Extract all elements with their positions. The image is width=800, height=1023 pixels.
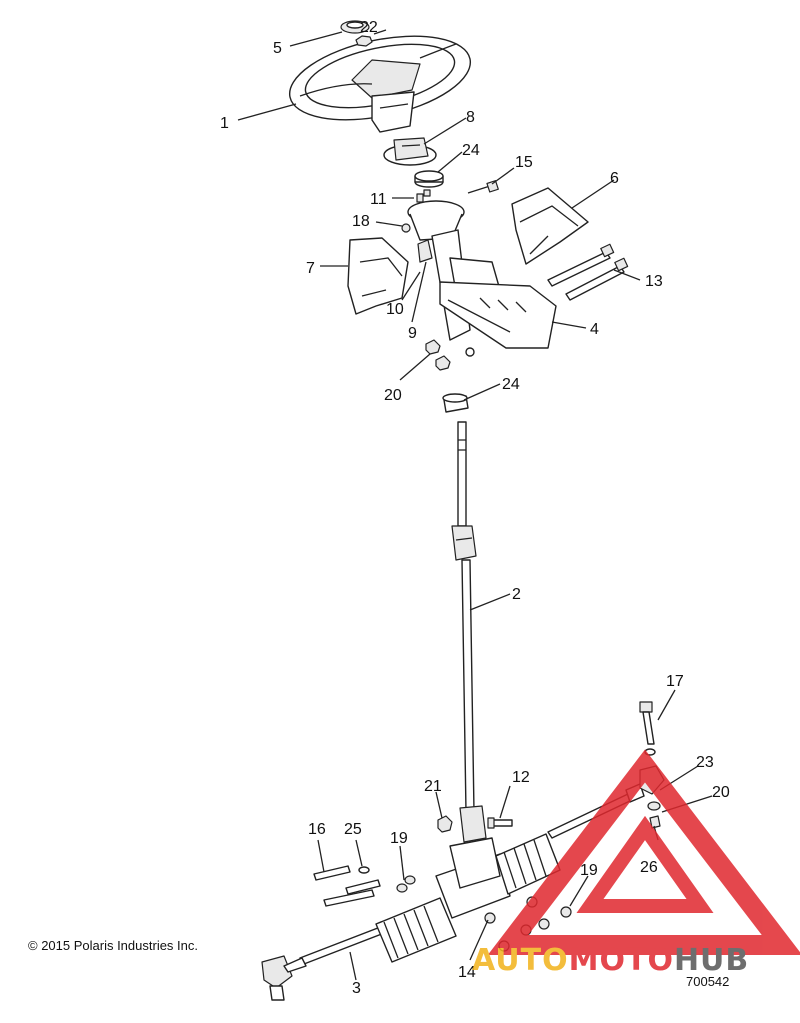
callout-24-b: 24 — [502, 376, 520, 393]
column-cover-right — [511, 187, 589, 265]
watermark-text: AUTOMOTOHUB — [472, 943, 749, 978]
callout-23: 23 — [696, 754, 714, 771]
diagram-id: 700542 — [686, 974, 730, 989]
watermark-logo: AUTOMOTOHUB — [472, 749, 800, 978]
callout-19-a: 19 — [390, 830, 408, 847]
bushing-lower — [442, 393, 469, 413]
callout-6: 6 — [610, 170, 619, 187]
callout-17: 17 — [666, 673, 684, 690]
callout-4: 4 — [590, 321, 599, 338]
hex-nut — [355, 35, 373, 47]
callout-10: 10 — [386, 301, 404, 318]
intermediate-shaft — [451, 421, 487, 843]
callouts: 1 2 3 4 5 6 7 8 9 10 11 12 13 14 15 16 1… — [220, 19, 730, 997]
callout-15: 15 — [515, 154, 533, 171]
column-cover-left — [347, 237, 409, 315]
callout-7: 7 — [306, 260, 315, 277]
callout-3: 3 — [352, 980, 361, 997]
callout-22: 22 — [360, 19, 378, 36]
callout-2: 2 — [512, 586, 521, 603]
callout-14: 14 — [458, 964, 476, 981]
callout-11: 11 — [370, 191, 387, 208]
callout-21: 21 — [424, 778, 442, 795]
small-screw — [416, 189, 431, 203]
callout-25: 25 — [344, 821, 362, 838]
callout-8: 8 — [466, 109, 475, 126]
watermark-triangle — [487, 749, 800, 955]
bushing-upper — [414, 170, 444, 188]
center-cap — [340, 20, 370, 34]
steering-rack — [261, 783, 645, 1001]
mounting-bolts — [313, 865, 416, 907]
steering-column — [407, 200, 557, 357]
callout-19-b: 19 — [580, 862, 598, 879]
bolt-17 — [639, 701, 656, 756]
bolt-15 — [467, 180, 499, 194]
callout-5: 5 — [273, 40, 282, 57]
callout-16: 16 — [308, 821, 326, 838]
steering-wheel — [288, 35, 472, 133]
nut-18 — [401, 223, 411, 233]
callout-1: 1 — [220, 115, 229, 132]
callout-26: 26 — [640, 859, 658, 876]
callout-20-b: 20 — [712, 784, 730, 801]
leader-lines — [237, 29, 713, 981]
hub-adapter — [383, 137, 437, 166]
callout-13: 13 — [645, 273, 663, 290]
flange-nuts — [425, 339, 451, 371]
callout-20-a: 20 — [384, 387, 402, 404]
callout-18: 18 — [352, 213, 370, 230]
copyright-notice: © 2015 Polaris Industries Inc. — [28, 938, 198, 953]
bolt-12 — [487, 817, 513, 829]
callout-24-a: 24 — [462, 142, 480, 159]
callout-12: 12 — [512, 769, 530, 786]
callout-9: 9 — [408, 325, 417, 342]
nut-21 — [437, 815, 453, 833]
long-bolts — [547, 243, 629, 301]
